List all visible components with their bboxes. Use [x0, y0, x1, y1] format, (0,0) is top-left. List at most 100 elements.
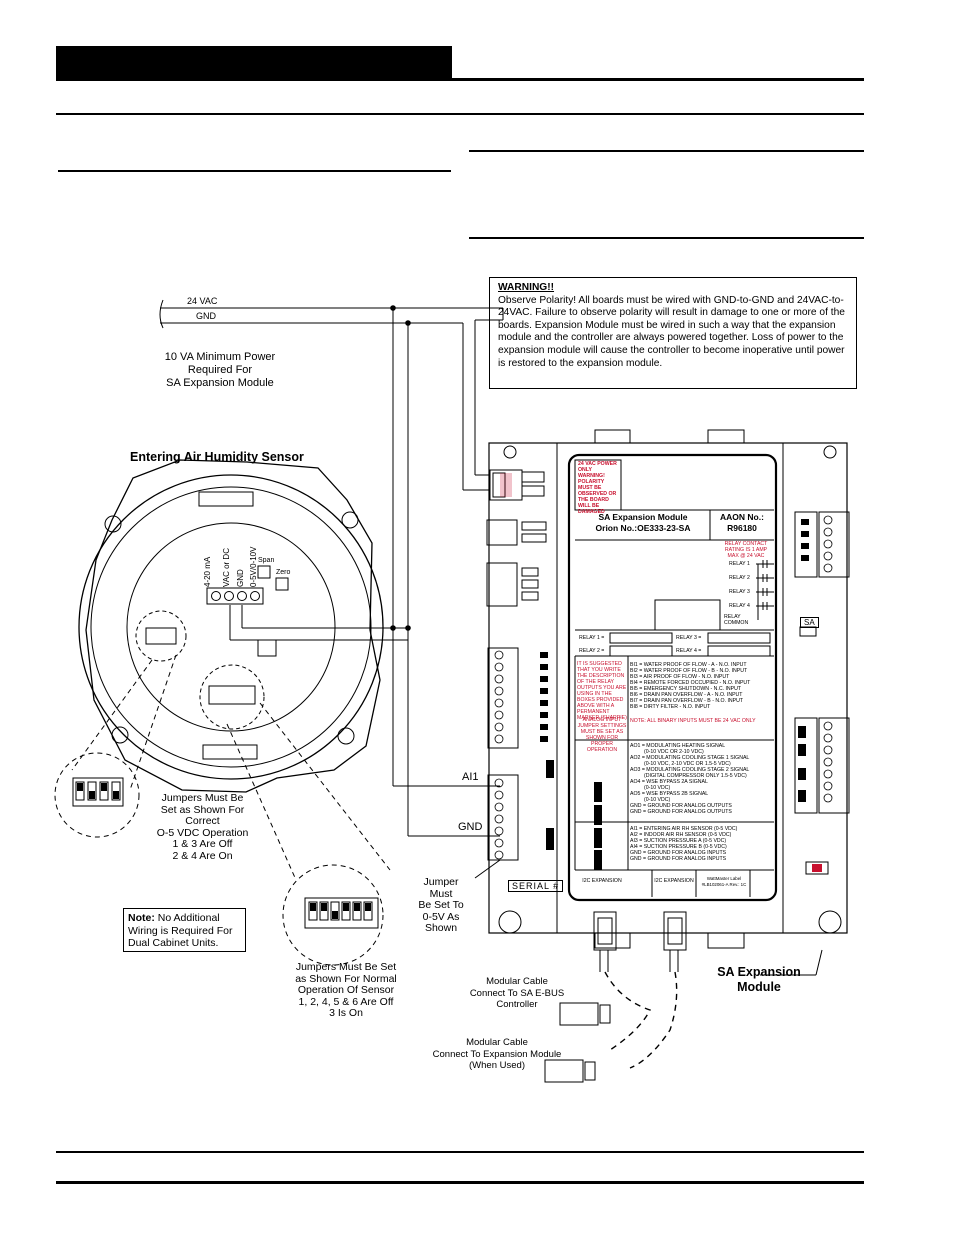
ao-item: (DIGITAL COMPRESSOR ONLY 1.5-5 VDC) [644, 773, 747, 779]
ao-item: (0-10 VDC) [644, 785, 671, 791]
ai-item: GND = GROUND FOR ANALOG INPUTS [630, 850, 727, 856]
relay-3-label: RELAY 3 [729, 589, 750, 595]
bi-item: BI6 = DRAIN PAN OVERFLOW - A - N.O. INPU… [630, 692, 743, 698]
relay-3-field: RELAY 3 = [676, 635, 702, 641]
module-name: SA Expansion Module Orion No.:OE333-23-S… [578, 512, 708, 533]
ai-item: GND = GROUND FOR ANALOG INPUTS [630, 856, 727, 862]
note-line: Jumper [423, 876, 459, 888]
bi-item: BI1 = WATER PROOF OF FLOW - A - N.O. INP… [630, 662, 747, 668]
ai1-label: AI1 [462, 771, 479, 783]
note-line: O-5 VDC Operation [156, 826, 249, 839]
note-line: Be Set To [418, 899, 464, 911]
humidity-sensor [78, 459, 384, 793]
bi-item: BI7 = DRAIN PAN OVERFLOW - B - N.O. INPU… [630, 698, 744, 704]
cable-line: Modular Cable [486, 976, 548, 987]
relay-4-label: RELAY 4 [729, 603, 750, 609]
note-line: 3 Is On [329, 1007, 363, 1019]
ai-item: AI3 = SUCTION PRESSURE A (0-5 VDC) [630, 838, 727, 844]
power-warning-label: 24 VAC POWER ONLY WARNING! POLARITY MUST… [578, 461, 617, 515]
sensor-title: Entering Air Humidity Sensor [130, 450, 304, 464]
bi-item: BI5 = EMERGENCY SHUTDOWN - N.C. INPUT [630, 686, 742, 692]
ao-item: AO3 = MODULATING COOLING STAGE 2 SIGNAL [630, 767, 750, 773]
note-line: Must [429, 887, 453, 900]
aaon-number: AAON No.: R96180 [711, 512, 773, 533]
analog-jumper-label: ANALOG INPUT JUMPER SETTINGS MUST BE SET… [577, 717, 627, 753]
note-line: 0-5V As [422, 910, 460, 923]
terminal-label-4-20ma: 4-20 mA [203, 556, 212, 587]
bi-item: BI8 = DIRTY FILTER - N.O. INPUT [630, 704, 711, 710]
board-jumper-note: Jumper Must Be Set To 0-5V As Shown [408, 876, 474, 935]
right-title-rule-bottom [469, 237, 864, 239]
relay-2-field: RELAY 2 = [579, 648, 605, 654]
min-power-line: SA Expansion Module [166, 377, 274, 389]
ao-item: (0-10 VDC OR 2-10 VDC) [644, 749, 704, 755]
bi-note: NOTE: ALL BINARY INPUTS MUST BE 24 VAC O… [630, 718, 756, 724]
binary-input-list: BI1 = WATER PROOF OF FLOW - A - N.O. INP… [630, 662, 750, 710]
right-jumper-zoom [282, 864, 384, 966]
warning-title: WARNING!! [498, 282, 555, 293]
note-line: as Shown For Normal [295, 972, 397, 985]
span-label: Span [258, 557, 275, 564]
right-title-rule-top [469, 150, 864, 152]
ao-item: (0-10 VDC) [644, 797, 671, 803]
cable-line: (When Used) [469, 1060, 525, 1071]
note-line: 1 & 3 Are Off [172, 838, 233, 850]
note-line: Correct [185, 815, 220, 827]
note-line: Shown [424, 922, 458, 934]
footer-rule-top [56, 1151, 864, 1153]
bi-item: BI4 = REMOTE FORCED OCCUPIED - N.O. INPU… [630, 680, 751, 686]
footer-rule-bottom [56, 1181, 864, 1184]
note-text: No Additional Wiring is Required For Dua… [128, 912, 233, 949]
header-rule [56, 78, 864, 81]
left-jumper-zoom [54, 752, 140, 838]
wattmaster-label: WattMaster Label #LB102061-A Rev.: 1C [701, 876, 747, 887]
ao-item: AO2 = MODULATING COOLING STAGE 1 SIGNAL [630, 755, 750, 761]
ai-item: AI4 = SUCTION PRESSURE B (0-5 VDC) [630, 844, 727, 850]
ao-item: GND = GROUND FOR ANALOG OUTPUTS [630, 803, 732, 809]
cable-line: Controller [496, 999, 538, 1010]
vac-label: 24 VAC [187, 296, 218, 306]
warning-text: Observe Polarity! All boards must be wir… [498, 294, 845, 369]
gnd-sensor-label: GND [458, 821, 483, 833]
serial-label: SERIAL # [508, 880, 564, 892]
expansion-module-board [486, 429, 850, 949]
aaon-line: AAON No.: [720, 512, 764, 522]
min-power-line: Required For [187, 364, 253, 376]
ai-item: AI2 = INDOOR AIR RH SENSOR (0-5 VDC) [630, 832, 732, 838]
sa-tag: SA [800, 617, 819, 628]
module-caption-line: Module [737, 980, 781, 994]
left-jumper-note: Jumpers Must Be Set as Shown For Correct… [140, 792, 265, 862]
relay-4-field: RELAY 4 = [676, 648, 702, 654]
left-title-rule [58, 170, 451, 172]
terminal-label-vac-dc: VAC or DC [222, 548, 231, 587]
header-black-bar [56, 46, 452, 80]
relay-2-label: RELAY 2 [729, 575, 750, 581]
bi-item: BI2 = WATER PROOF OF FLOW - B - N.O. INP… [630, 668, 748, 674]
note-line: 1, 2, 4, 5 & 6 Are Off [298, 995, 394, 1008]
right-jumper-note: Jumpers Must Be Set as Shown For Normal … [283, 961, 409, 1020]
relay-common-label: RELAY COMMON [724, 614, 749, 626]
i2c-expansion-right: I2C EXPANSION [654, 878, 694, 884]
section-rule [56, 113, 864, 115]
modular-cables [544, 911, 687, 1083]
relay-1-field: RELAY 1 = [579, 635, 605, 641]
note-line: Set as Shown For [160, 803, 245, 816]
module-caption-line: SA Expansion [717, 965, 801, 979]
ai-item: AI1 = ENTERING AIR RH SENSOR (0-5 VDC) [630, 826, 738, 832]
aaon-line: R96180 [727, 522, 757, 533]
min-power-line: 10 VA Minimum Power [164, 351, 276, 363]
relay-1-label: RELAY 1 [729, 561, 750, 567]
cable-line: Modular Cable [466, 1037, 528, 1048]
dual-cabinet-note: Note: No Additional Wiring is Required F… [123, 908, 246, 952]
zero-label: Zero [276, 569, 291, 576]
i2c-expansion-left: I2C EXPANSION [582, 878, 622, 884]
note-line: Operation Of Sensor [297, 984, 395, 996]
note-line: Jumpers Must Be [161, 792, 244, 804]
analog-output-list: AO1 = MODULATING HEATING SIGNAL (0-10 VD… [630, 743, 749, 815]
cable-line: Connect To Expansion Module [432, 1048, 562, 1060]
module-name-line: Orion No.:OE333-23-SA [595, 522, 691, 533]
sa-cable-label: Modular Cable Connect To SA E-BUS Contro… [452, 976, 582, 1011]
module-caption: SA Expansion Module [706, 965, 812, 995]
warning-box: WARNING!! Observe Polarity! All boards m… [489, 277, 857, 389]
